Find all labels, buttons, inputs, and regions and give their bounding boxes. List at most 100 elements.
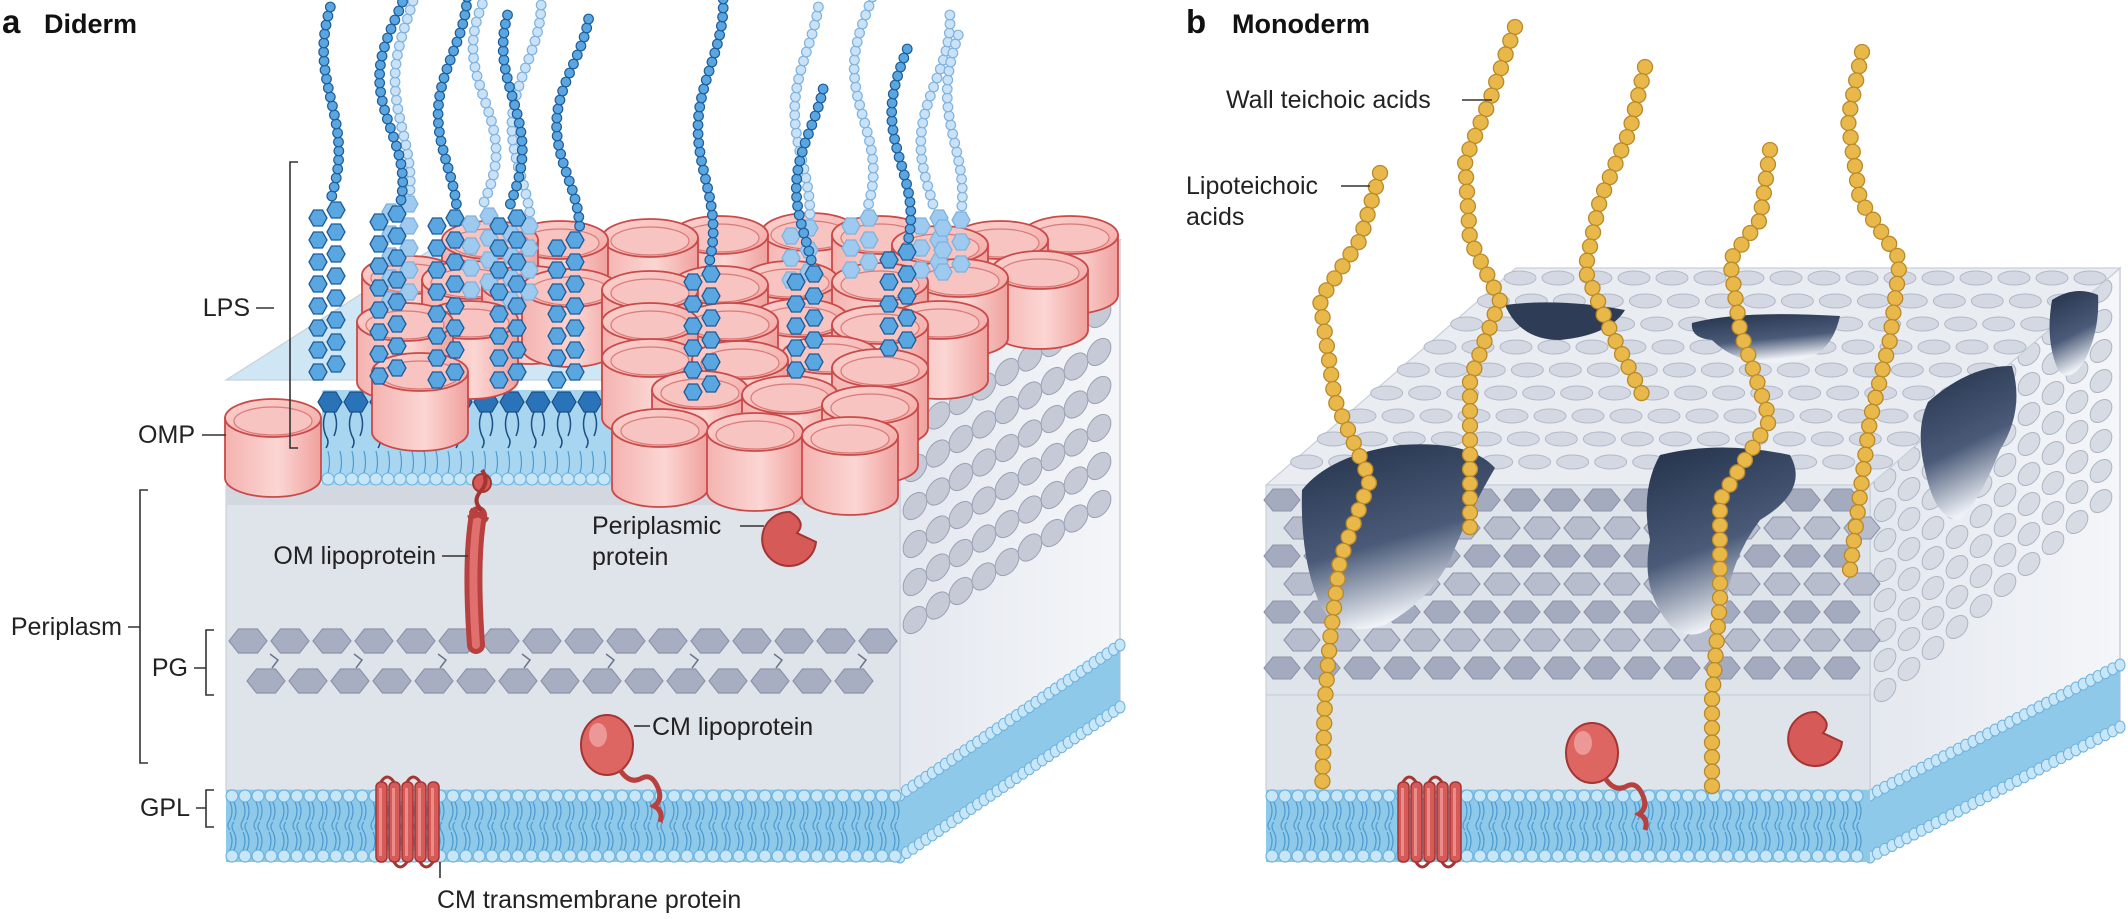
teichoic-bead bbox=[1461, 519, 1479, 536]
teichoic-bead bbox=[1753, 199, 1770, 216]
wall-teichoic-acids-label: Wall teichoic acids bbox=[1226, 86, 1431, 114]
lps-core-hex bbox=[879, 317, 899, 335]
teichoic-bead bbox=[1708, 633, 1725, 650]
pg-side-unit bbox=[925, 477, 951, 506]
pg-side-unit bbox=[971, 562, 997, 591]
wall-side-unit bbox=[1993, 542, 2017, 568]
lps-o-antigen-bead bbox=[459, 9, 471, 21]
lps-o-antigen-bead bbox=[400, 139, 412, 151]
lipid-head bbox=[1733, 849, 1747, 863]
pg-hexagon bbox=[732, 628, 772, 654]
lps-core-hex bbox=[427, 261, 447, 279]
wall-top-unit bbox=[1917, 339, 1951, 355]
lps-o-antigen-bead bbox=[952, 29, 964, 41]
lipid-head bbox=[706, 849, 720, 863]
teichoic-bead bbox=[1710, 604, 1728, 621]
lps-o-antigen-bead bbox=[391, 94, 402, 106]
lps-core-hex bbox=[683, 383, 703, 401]
lipid-head bbox=[732, 789, 746, 803]
lipid-tail bbox=[593, 821, 601, 851]
lipid-tail bbox=[502, 821, 510, 851]
lps-o-antigen-bead bbox=[898, 169, 910, 181]
teichoic-bead bbox=[1357, 461, 1374, 478]
lipid-a-tail bbox=[530, 411, 546, 449]
lipid-tail bbox=[658, 821, 666, 851]
lps-o-antigen-bead bbox=[863, 0, 875, 12]
lps-core-hex bbox=[369, 257, 389, 275]
lipid-tail bbox=[1592, 801, 1602, 831]
lps-o-antigen-bead bbox=[850, 45, 861, 57]
wall-top-unit bbox=[1666, 293, 1700, 309]
pg-side-unit bbox=[1086, 337, 1112, 367]
lps-o-antigen-bead bbox=[794, 155, 806, 167]
pg-side-unit bbox=[1063, 352, 1089, 381]
pg-side-unit bbox=[1017, 457, 1043, 486]
om-lipid-tail bbox=[471, 450, 475, 474]
lps-o-antigen-bead bbox=[892, 70, 904, 82]
lps-o-antigen-bead bbox=[498, 54, 510, 66]
panel-b-letter: b bbox=[1186, 3, 1206, 40]
lipid-tail bbox=[541, 821, 549, 851]
lipid-tail bbox=[513, 801, 523, 831]
lipid-head bbox=[849, 849, 863, 863]
lps-o-antigen-bead bbox=[560, 76, 572, 88]
pg-side-unit bbox=[1017, 495, 1043, 524]
lipid-head bbox=[1343, 789, 1357, 803]
teichoic-bead bbox=[1750, 213, 1768, 230]
teichoic-bead bbox=[1759, 414, 1777, 432]
lipid-head bbox=[1369, 849, 1383, 863]
lipid-tail bbox=[448, 801, 458, 831]
om-lipid-head bbox=[501, 472, 515, 486]
teichoic-bead bbox=[1320, 642, 1338, 660]
wall-top-unit bbox=[1434, 362, 1468, 378]
teichoic-bead bbox=[1885, 304, 1902, 321]
wall-top-unit bbox=[1617, 270, 1651, 286]
lps-o-antigen-bead bbox=[798, 55, 809, 67]
lipid-head bbox=[823, 789, 837, 803]
lipid-head bbox=[719, 789, 733, 803]
wall-pg-hex bbox=[1563, 628, 1601, 652]
lps-o-antigen-bead bbox=[333, 154, 344, 166]
lps-core-hex bbox=[683, 317, 703, 335]
wall-top-unit bbox=[1510, 362, 1544, 378]
lipid-tail bbox=[1659, 821, 1667, 851]
lps-o-antigen-bead bbox=[513, 80, 525, 92]
lipid-head bbox=[1590, 789, 1604, 803]
lps-core-hex bbox=[427, 327, 447, 345]
wall-side-unit bbox=[2065, 419, 2089, 445]
pg-side-unit bbox=[902, 567, 928, 597]
lipid-tail bbox=[1501, 801, 1511, 831]
wall-side-unit bbox=[2041, 500, 2065, 526]
pg-side-unit bbox=[948, 462, 974, 492]
lps-o-antigen-bead bbox=[388, 131, 399, 143]
lps-o-antigen-bead bbox=[508, 189, 520, 201]
teichoic-bead bbox=[1315, 729, 1332, 746]
lps-o-antigen-bead bbox=[516, 135, 528, 147]
lps-core-hex bbox=[841, 261, 861, 279]
lipid-tail bbox=[1839, 801, 1849, 831]
lipid-head bbox=[667, 849, 681, 863]
lipid-a-tail bbox=[478, 411, 494, 449]
lipid-head bbox=[511, 789, 525, 803]
pg-crosslink bbox=[437, 653, 448, 669]
lps-core-hex bbox=[547, 371, 567, 389]
lps-core-hex bbox=[547, 305, 567, 323]
om-lipid-head bbox=[525, 472, 539, 486]
lps-o-antigen-bead bbox=[399, 22, 410, 34]
wall-pg-hex bbox=[1263, 600, 1301, 624]
lps-o-antigen-bead bbox=[468, 52, 479, 64]
wall-top-unit bbox=[1408, 385, 1442, 401]
lps-o-antigen-bead bbox=[903, 187, 914, 199]
lipid-head bbox=[446, 849, 460, 863]
wall-top-unit bbox=[1780, 293, 1814, 309]
om-lipid-tail bbox=[567, 450, 571, 474]
lps-o-antigen-bead bbox=[319, 28, 331, 40]
lps-o-antigen-bead bbox=[407, 0, 419, 7]
lipid-head bbox=[641, 849, 655, 863]
lipid-head bbox=[875, 789, 889, 803]
pg-hexagon bbox=[606, 628, 646, 654]
lps-o-antigen-bead bbox=[942, 101, 954, 113]
pg-side-unit bbox=[971, 410, 997, 439]
lipid-head bbox=[537, 849, 551, 863]
wall-side-unit bbox=[2065, 389, 2089, 415]
